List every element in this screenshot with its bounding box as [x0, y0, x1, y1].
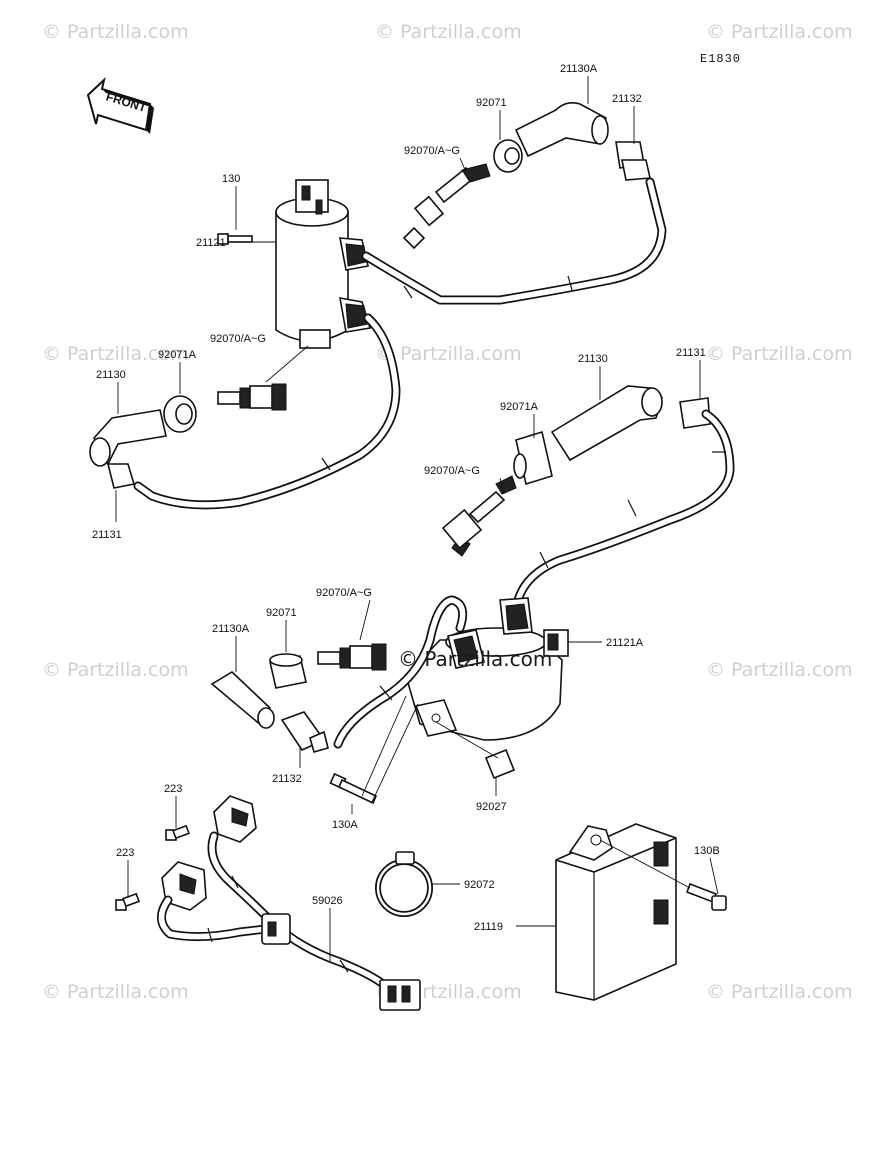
label-92070: 92070/A~G	[210, 333, 266, 345]
label-21121A: 21121A	[606, 637, 644, 649]
suppressor-cap-92071A-right	[513, 430, 553, 486]
plug-cap-21130A-top	[514, 102, 609, 158]
label-223: 223	[164, 783, 182, 795]
bolt-130A	[329, 772, 378, 805]
front-arrow-icon: FRONT	[86, 77, 154, 134]
label-92070: 92070/A~G	[424, 465, 480, 477]
bolt-130B	[685, 882, 727, 911]
screw-223-b	[115, 892, 140, 911]
watermark-text: © Partzilla.com	[42, 21, 189, 43]
spark-plug-upper	[402, 163, 491, 250]
label-21130A: 21130A	[560, 63, 598, 75]
igniter-unit-21119	[555, 823, 677, 1001]
label-92072: 92072	[464, 879, 495, 891]
ignition-coil-upper	[275, 179, 372, 349]
label-130: 130	[222, 173, 240, 185]
label-223: 223	[116, 847, 134, 859]
plug-cap-21130-left	[89, 409, 167, 467]
boot-21131-right	[679, 397, 711, 429]
watermark-text: © Partzilla.com	[706, 343, 853, 365]
spark-plug-left	[217, 383, 287, 411]
suppressor-cap-92071-top	[493, 139, 523, 173]
label-92070: 92070/A~G	[316, 587, 372, 599]
watermark-text: © Partzilla.com	[706, 21, 853, 43]
label-92071A: 92071A	[500, 401, 539, 413]
watermark-text: © Partzilla.com	[42, 659, 189, 681]
label-92070: 92070/A~G	[404, 145, 460, 157]
boot-21132-top	[615, 141, 651, 181]
label-130A: 130A	[332, 819, 358, 831]
clamp-92072	[375, 851, 433, 917]
plug-cap-21130A-low	[210, 671, 275, 729]
watermark-layer: © Partzilla.com © Partzilla.com © Partzi…	[42, 21, 853, 1003]
label-21130A: 21130A	[212, 623, 250, 635]
label-21132: 21132	[612, 93, 642, 105]
pickup-coil-lower	[161, 861, 207, 911]
label-21130: 21130	[96, 369, 126, 381]
watermark-text: © Partzilla.com	[706, 981, 853, 1003]
center-watermark: © Partzilla.com	[398, 647, 552, 671]
label-59026: 59026	[312, 895, 343, 907]
pickup-coil-upper	[213, 795, 257, 843]
watermark-text: © Partzilla.com	[375, 21, 522, 43]
label-92071A: 92071A	[158, 349, 197, 361]
boot-21132-low	[280, 711, 329, 753]
label-130B: 130B	[694, 845, 720, 857]
suppressor-cap-92071-low	[269, 653, 307, 689]
watermark-text: © Partzilla.com	[375, 343, 522, 365]
label-92071: 92071	[266, 607, 297, 619]
label-21131: 21131	[92, 529, 122, 541]
harness-junction	[261, 913, 291, 945]
harness-connector	[379, 979, 421, 1011]
drawing-code: E1830	[700, 52, 741, 66]
plug-cap-21130-right	[550, 385, 663, 462]
label-21131: 21131	[676, 347, 706, 359]
label-21119: 21119	[474, 921, 503, 933]
label-21130: 21130	[578, 353, 608, 365]
watermark-text: © Partzilla.com	[42, 981, 189, 1003]
rubber-cap-92027	[484, 748, 516, 780]
boot-21131-left	[106, 463, 136, 489]
label-92027: 92027	[476, 801, 507, 813]
spark-plug-right	[441, 475, 517, 557]
leader-lines	[115, 76, 719, 962]
ignition-coil-lower	[405, 597, 569, 741]
screw-223-a	[165, 824, 190, 841]
label-21121: 21121	[196, 237, 226, 249]
part-labels: 21130A 21132 92071 92070/A~G 130 21121 9…	[92, 63, 720, 933]
spark-plug-lower	[317, 643, 387, 671]
suppressor-cap-92071A-left	[163, 395, 197, 433]
watermark-text: © Partzilla.com	[42, 343, 189, 365]
label-92071: 92071	[476, 97, 507, 109]
watermark-text: © Partzilla.com	[706, 659, 853, 681]
label-21132: 21132	[272, 773, 302, 785]
